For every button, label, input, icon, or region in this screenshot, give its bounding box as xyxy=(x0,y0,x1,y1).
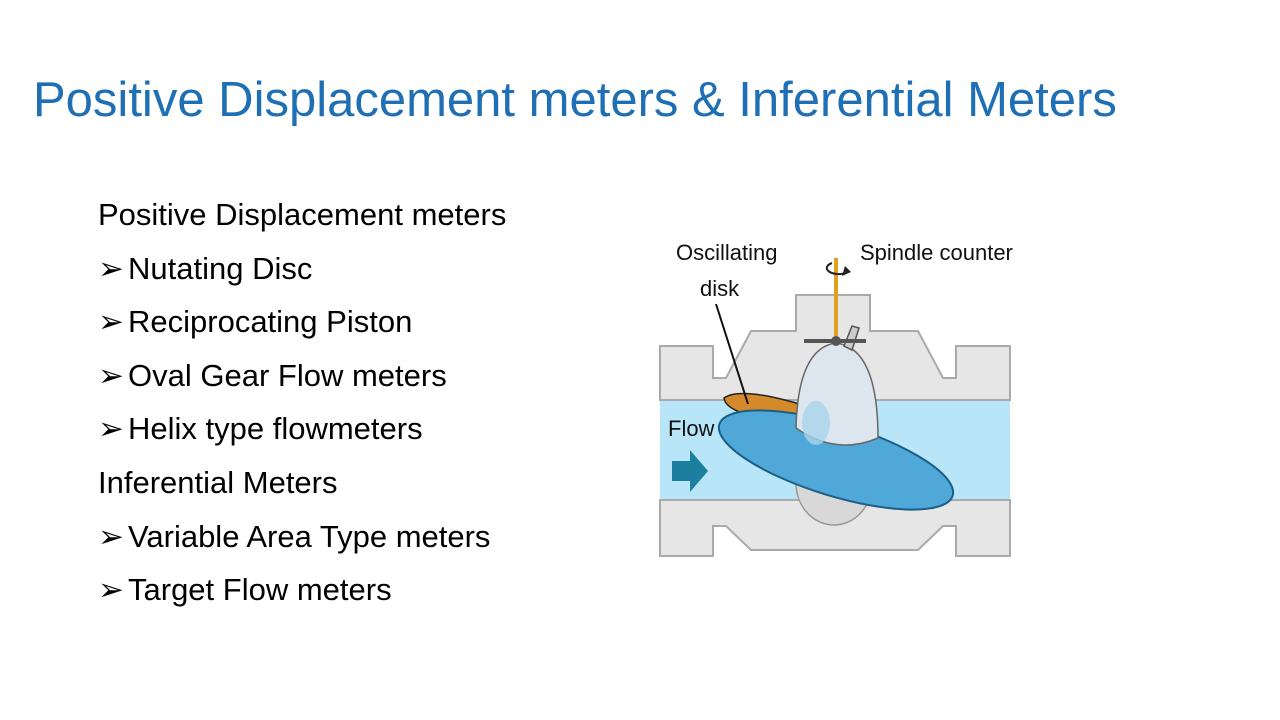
arrow-bullet-icon: ➢ xyxy=(98,411,124,447)
list-item-text: Variable Area Type meters xyxy=(128,518,491,554)
arrow-bullet-icon: ➢ xyxy=(98,572,124,608)
list-item-text: Nutating Disc xyxy=(128,250,313,286)
list-item-text: Helix type flowmeters xyxy=(128,411,423,447)
flow-label: Flow xyxy=(668,416,715,441)
sphere-highlight xyxy=(802,401,830,445)
list-item: ➢Target Flow meters xyxy=(98,568,506,622)
slide-title: Positive Displacement meters & Inferenti… xyxy=(33,73,1117,127)
list-item-text: Target Flow meters xyxy=(128,572,392,608)
flow-arrow-icon xyxy=(672,450,708,492)
rotation-arrow-icon xyxy=(825,262,847,276)
bullet-list: Positive Displacement meters ➢Nutating D… xyxy=(98,193,506,622)
list-item-text: Reciprocating Piston xyxy=(128,304,413,340)
spindle-hub xyxy=(831,336,841,346)
list-item-text: Oval Gear Flow meters xyxy=(128,357,447,393)
list-item-text: Inferential Meters xyxy=(98,464,338,500)
arrow-bullet-icon: ➢ xyxy=(98,357,124,393)
list-item: ➢Nutating Disc xyxy=(98,247,506,301)
oscillating-disk-leader xyxy=(715,303,749,405)
housing-bottom xyxy=(659,499,1011,557)
list-item-text: Positive Displacement meters xyxy=(98,197,507,232)
list-item: ➢Reciprocating Piston xyxy=(98,300,506,354)
nutating-disc-meter-diagram: Oscillating disk Spindle counter Flow xyxy=(659,240,1013,557)
oscillating-disk-label-line1: Oscillating xyxy=(676,240,777,265)
oscillating-disk-label-line2: disk xyxy=(700,276,740,301)
list-item: ➢Helix type flowmeters xyxy=(98,407,506,461)
list-item: ➢Oval Gear Flow meters xyxy=(98,354,506,408)
spindle-counter-label: Spindle counter xyxy=(860,240,1013,265)
list-heading: Inferential Meters xyxy=(98,461,506,515)
list-item: ➢Variable Area Type meters xyxy=(98,515,506,569)
disk-stem xyxy=(843,325,860,352)
arrow-bullet-icon: ➢ xyxy=(98,250,124,286)
rotation-arrowhead-icon xyxy=(842,266,851,276)
arrow-bullet-icon: ➢ xyxy=(98,518,124,554)
list-heading: Positive Displacement meters xyxy=(98,193,506,247)
arrow-bullet-icon: ➢ xyxy=(98,304,124,340)
